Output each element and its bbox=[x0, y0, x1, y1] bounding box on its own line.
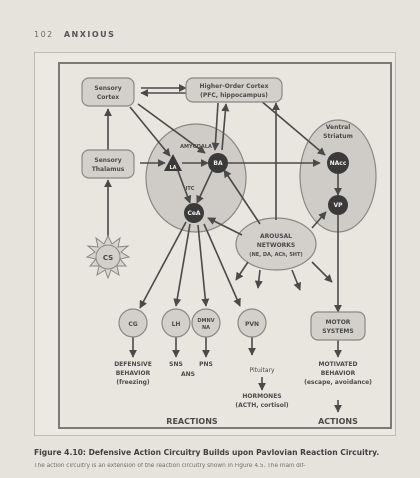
motivated-behavior-label-1: MOTIVATED bbox=[319, 361, 358, 368]
sns-label: SNS bbox=[169, 361, 183, 368]
arousal-label-3: (NE, DA, ACh, 5HT) bbox=[249, 252, 302, 258]
ventral-striatum-label-2: Striatum bbox=[323, 133, 353, 140]
motivated-behavior-label-3: (escape, avoidance) bbox=[304, 379, 372, 386]
defensive-behavior-label-1: DEFENSIVE bbox=[114, 361, 152, 368]
ba-label: BA bbox=[213, 160, 223, 167]
sensory-cortex-label-1: Sensory bbox=[94, 85, 121, 92]
page-number: 102 bbox=[34, 30, 54, 39]
sensory-thalamus-label-1: Sensory bbox=[94, 157, 121, 164]
sensory-thalamus-node bbox=[81, 149, 135, 179]
higher-order-cortex-label-1: Higher-Order Cortex bbox=[200, 83, 269, 90]
cg-label: CG bbox=[128, 321, 137, 328]
ventral-striatum-label-1: Ventral bbox=[326, 124, 351, 131]
defensive-behavior-label-3: (freezing) bbox=[116, 379, 150, 386]
dmnv-label-2: NA bbox=[202, 325, 210, 331]
amygdala-label: AMYGDALA bbox=[180, 144, 212, 150]
actions-label: ACTIONS bbox=[318, 417, 358, 426]
defensive-behavior-label-2: BEHAVIOR bbox=[116, 370, 151, 377]
running-title: ANXIOUS bbox=[63, 30, 116, 39]
pvn-node bbox=[237, 308, 267, 338]
itc-label: ITC bbox=[186, 186, 195, 192]
ans-label: ANS bbox=[181, 371, 195, 378]
running-header: 102 ANXIOUS bbox=[34, 30, 115, 39]
la-label: LA bbox=[169, 165, 176, 171]
pvn-label: PVN bbox=[245, 321, 259, 328]
sensory-cortex-node bbox=[81, 77, 135, 107]
cs-label: CS bbox=[103, 254, 113, 262]
la-nucleus bbox=[164, 154, 182, 171]
dmnv-na-node bbox=[191, 308, 221, 338]
arousal-label-1: AROUSAL bbox=[260, 233, 292, 240]
motor-systems-label-1: MOTOR bbox=[326, 319, 351, 326]
figure-caption-body: The action circuitry is an extension of … bbox=[34, 463, 306, 469]
pituitary-label: Pituitary bbox=[249, 367, 274, 374]
ba-nucleus bbox=[208, 153, 228, 173]
sensory-cortex-label-2: Cortex bbox=[97, 94, 119, 101]
arousal-label-2: NETWORKS bbox=[257, 242, 296, 249]
amygdala-region bbox=[145, 123, 247, 233]
motor-systems-label-2: SYSTEMS bbox=[322, 328, 353, 335]
cg-node bbox=[118, 308, 148, 338]
motivated-behavior-label-2: BEHAVIOR bbox=[321, 370, 356, 377]
nacc-nucleus bbox=[327, 152, 349, 174]
cs-starburst bbox=[85, 234, 131, 280]
figure-caption-title: Figure 4.10: Defensive Action Circuitry … bbox=[34, 448, 380, 457]
motor-systems-node bbox=[310, 311, 366, 341]
sensory-thalamus-label-2: Thalamus bbox=[92, 166, 125, 173]
vp-nucleus bbox=[328, 195, 348, 215]
lh-node bbox=[161, 308, 191, 338]
dmnv-label-1: DMNV bbox=[197, 318, 214, 324]
nacc-label: NAcc bbox=[330, 160, 347, 167]
reactions-label: REACTIONS bbox=[166, 417, 218, 426]
hormones-label-1: HORMONES bbox=[242, 393, 281, 400]
cea-nucleus bbox=[184, 203, 204, 223]
pns-label: PNS bbox=[199, 361, 213, 368]
higher-order-cortex-node bbox=[185, 77, 283, 103]
hormones-label-2: (ACTH, cortisol) bbox=[235, 402, 289, 409]
lh-label: LH bbox=[172, 321, 181, 328]
vp-label: VP bbox=[333, 202, 343, 209]
higher-order-cortex-label-2: (PFC, hippocampus) bbox=[200, 92, 268, 99]
cea-label: CeA bbox=[187, 210, 200, 217]
